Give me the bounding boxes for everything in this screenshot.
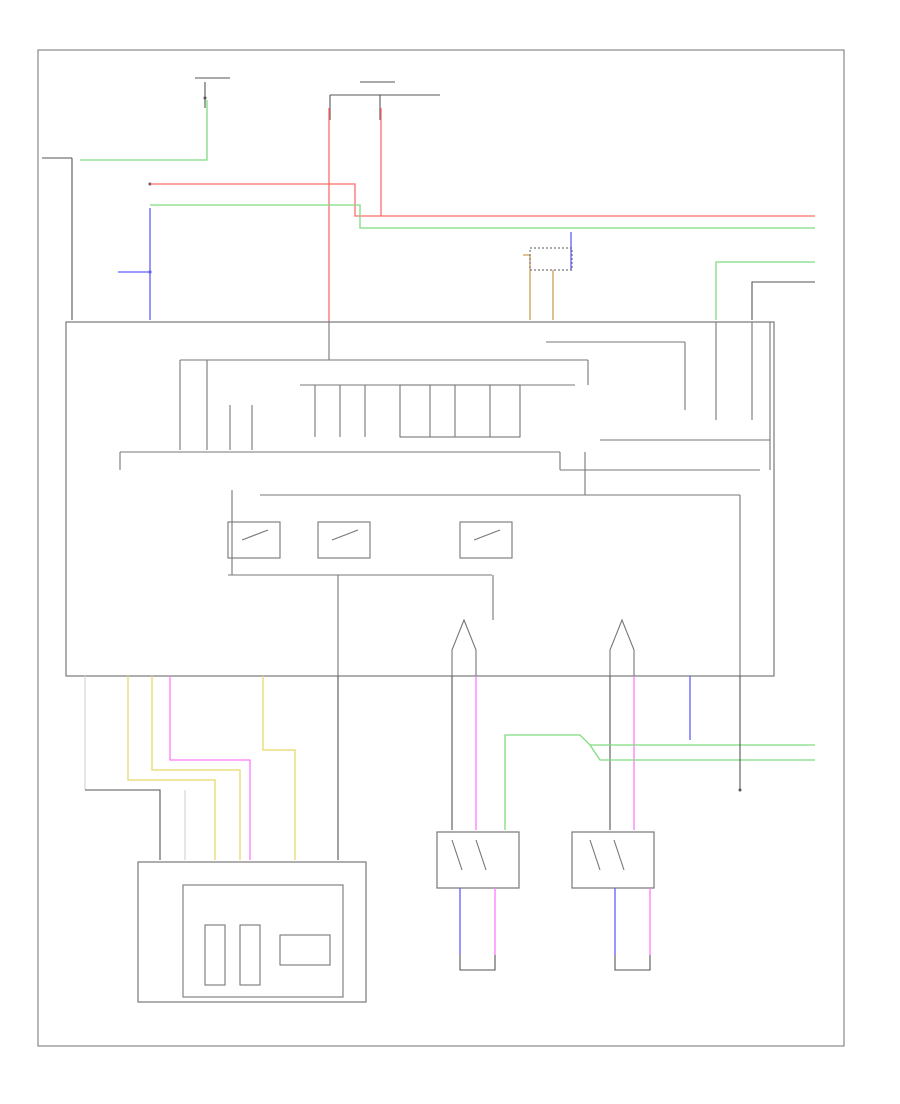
- wire-pink-left: [169, 676, 251, 860]
- relay-open: [317, 521, 371, 559]
- wire-gray-left: [85, 789, 161, 860]
- left-switch-box: [436, 831, 520, 889]
- wire-green-right: [715, 261, 815, 320]
- wire-green-mid: [150, 204, 815, 229]
- wire-yellow-1: [127, 676, 216, 860]
- connector-top-left: [195, 77, 230, 108]
- connector-left-side: [42, 157, 152, 320]
- connector-top-center: [329, 81, 440, 120]
- relay-close: [227, 521, 281, 559]
- relay-top-right: [523, 232, 573, 320]
- wire-yellow-3: [262, 676, 296, 860]
- wire-green-top-left: [80, 100, 208, 161]
- relay-third: [459, 521, 513, 559]
- outer-frame: [37, 49, 845, 1047]
- right-switch-box: [571, 831, 655, 889]
- wire-yellow-2: [151, 676, 241, 860]
- module-internals: [119, 322, 771, 676]
- bottom-left-box: [137, 861, 367, 1003]
- switch-pair-b: [609, 618, 635, 676]
- wire-red-horizontal: [150, 183, 815, 217]
- wire-green-right-bottom: [504, 734, 815, 830]
- switch-pair-a: [451, 618, 477, 676]
- main-module: [65, 321, 775, 677]
